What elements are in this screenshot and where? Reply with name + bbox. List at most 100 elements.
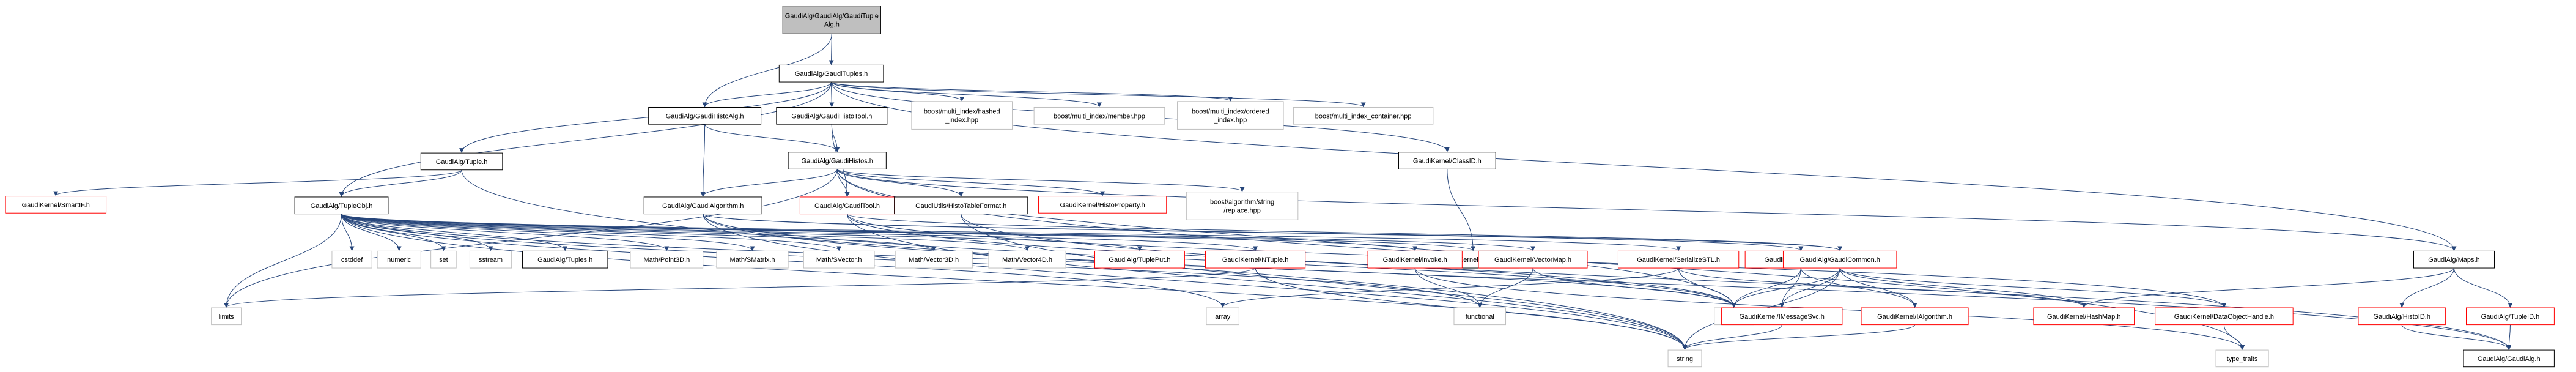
file-node-box — [788, 152, 887, 169]
edge-histoid-to-gaudialg — [2401, 324, 2512, 351]
file-node-box — [331, 250, 372, 269]
file-node-serializestl[interactable]: GaudiKernel/SerializeSTL.h — [1617, 250, 1740, 269]
file-node-box — [2215, 349, 2269, 368]
file-node-ialgorithm[interactable]: GaudiKernel/IAlgorithm.h — [1861, 307, 1969, 326]
file-node-box — [294, 196, 389, 215]
file-node-label: GaudiAlg/TupleID.h — [2481, 313, 2540, 321]
file-node-gaudihistos[interactable]: GaudiAlg/GaudiHistos.h — [788, 152, 887, 169]
file-node-hashmap[interactable]: GaudiKernel/HashMap.h — [2033, 307, 2135, 326]
file-node-numeric: numeric — [377, 250, 421, 269]
file-node-maps[interactable]: GaudiAlg/Maps.h — [2413, 250, 2495, 269]
file-node-string: string — [1667, 349, 1702, 368]
edge-root-to-gaudihistoalg — [702, 34, 832, 108]
file-node-imessagesvc[interactable]: GaudiKernel/IMessageSvc.h — [1721, 307, 1843, 326]
file-node-set: set — [430, 250, 457, 269]
file-node-box — [377, 250, 421, 269]
edge-histotableformat-to-string — [961, 214, 1688, 351]
file-node-dataobjecthandle[interactable]: GaudiKernel/DataObjectHandle.h — [2155, 307, 2294, 326]
file-node-box — [1453, 307, 1507, 326]
edge-maps-to-tupleid — [2453, 268, 2513, 308]
edge-tupleobj-to-smatrix — [341, 214, 755, 251]
file-node-label: sstream — [479, 256, 503, 264]
file-node-ntuple[interactable]: GaudiKernel/NTuple.h — [1205, 250, 1306, 269]
file-node-gaudialgorithm[interactable]: GaudiAlg/GaudiAlgorithm.h — [643, 196, 762, 215]
file-node-label: GaudiAlg/GaudiTuples.h — [795, 70, 868, 78]
edge-tupleobj-to-vector4d — [341, 214, 1030, 251]
file-node-gaudialg[interactable]: GaudiAlg/GaudiAlg.h — [2463, 349, 2555, 368]
edge-gaudituples-to-tupleobj — [339, 82, 832, 197]
file-node-box — [1667, 349, 1702, 368]
edge-gaudihistos-to-algstring — [836, 168, 1245, 192]
edge-tupleobj-to-cstddef — [341, 214, 355, 251]
file-node-box — [2358, 307, 2446, 326]
file-node-box — [2466, 307, 2555, 326]
edge-gaudialgorithm-to-string — [703, 214, 1688, 351]
edge-gaudituples-to-mi_member — [831, 81, 1102, 108]
file-node-tupleput[interactable]: GaudiAlg/TuplePut.h — [1094, 250, 1185, 269]
edge-gaudituples-to-mi_container — [831, 81, 1366, 108]
file-node-tuple[interactable]: GaudiAlg/Tuple.h — [420, 152, 503, 171]
file-node-box — [630, 250, 704, 269]
file-node-tuples[interactable]: GaudiAlg/Tuples.h — [522, 250, 608, 269]
file-node-box — [894, 196, 1028, 215]
file-node-label: Math/Point3D.h — [643, 256, 690, 264]
file-node-label: array — [1215, 313, 1231, 321]
file-node-gaudituples[interactable]: GaudiAlg/GaudiTuples.h — [778, 64, 884, 83]
edge-ntuple-to-limits — [224, 267, 1256, 308]
file-node-vectormap[interactable]: GaudiKernel/VectorMap.h — [1478, 250, 1588, 269]
edge-gauditool-to-gaudicommon — [847, 214, 1842, 251]
file-node-box — [776, 106, 888, 125]
edge-invoke-to-functional — [1414, 268, 1483, 308]
file-node-box — [1094, 250, 1185, 269]
file-node-histoproperty[interactable]: GaudiKernel/HistoProperty.h — [1038, 196, 1167, 214]
edge-tupleid-to-gaudialg — [2506, 324, 2512, 351]
file-node-label: Alg.h — [824, 21, 840, 28]
file-node-box — [895, 250, 973, 269]
file-node-label: cstddef — [341, 256, 363, 264]
edge-tupleobj-to-ntuple — [341, 214, 1258, 251]
file-node-histotableformat[interactable]: GaudiUtils/HistoTableFormat.h — [894, 196, 1028, 215]
file-node-vector3d: Math/Vector3D.h — [895, 250, 973, 269]
file-node-label: GaudiAlg/GaudiTool.h — [814, 203, 880, 210]
file-node-gaudicommon[interactable]: GaudiAlg/GaudiCommon.h — [1782, 250, 1897, 269]
file-node-gauditool[interactable]: GaudiAlg/GaudiTool.h — [799, 196, 895, 215]
file-node-smartif[interactable]: GaudiKernel/SmartIF.h — [5, 196, 107, 214]
file-node-label: GaudiAlg/Tuple.h — [436, 158, 488, 166]
file-node-gaudihistoalg[interactable]: GaudiAlg/GaudiHistoAlg.h — [648, 106, 762, 125]
edge-serializestl-to-hashmap — [1678, 267, 2087, 308]
file-node-mi_hashed: boost/multi_index/hashed_index.hpp — [911, 101, 1013, 130]
file-node-gaudihistotool[interactable]: GaudiAlg/GaudiHistoTool.h — [776, 106, 888, 125]
edge-gauditool-to-string — [847, 214, 1688, 351]
file-node-label: GaudiKernel/DataObjectHandle.h — [2174, 313, 2274, 321]
file-node-box — [430, 250, 457, 269]
file-node-label: GaudiAlg/GaudiHistos.h — [802, 158, 873, 165]
edge-gaudihistos-to-limits — [224, 169, 838, 308]
edge-gaudialgorithm-to-gaudicommon — [703, 214, 1842, 251]
file-node-label: GaudiAlg/GaudiHistoAlg.h — [666, 113, 744, 120]
file-node-label: GaudiKernel/ClassID.h — [1413, 158, 1482, 165]
edge-tupleobj-to-serializestl — [341, 214, 1681, 251]
edge-gaudihistos-to-maps — [836, 169, 2457, 251]
file-node-box — [1177, 101, 1284, 130]
file-node-label: GaudiAlg/GaudiCommon.h — [1799, 256, 1880, 264]
edge-kalgorithm-to-vector — [1731, 268, 1801, 308]
file-node-box — [911, 101, 1013, 130]
file-node-box — [420, 152, 503, 171]
file-node-tupleobj[interactable]: GaudiAlg/TupleObj.h — [294, 196, 389, 215]
file-node-label: GaudiAlg/TupleObj.h — [311, 203, 373, 210]
edge-dataobjecthandle-to-type_traits — [2223, 324, 2245, 351]
edge-tuple-to-string — [461, 169, 1688, 351]
file-node-label: /replace.hpp — [1223, 207, 1261, 214]
file-node-label: Math/Vector4D.h — [1002, 256, 1052, 264]
edge-gaudihistos-to-gaudialgorithm — [700, 169, 838, 197]
edge-gaudihistos-to-histoproperty — [836, 168, 1105, 196]
file-node-histoid[interactable]: GaudiAlg/HistoID.h — [2358, 307, 2446, 326]
file-node-classid[interactable]: GaudiKernel/ClassID.h — [1398, 152, 1496, 169]
file-node-label: GaudiKernel/IMessageSvc.h — [1740, 313, 1825, 321]
file-node-tupleid[interactable]: GaudiAlg/TupleID.h — [2466, 307, 2555, 326]
file-node-invoke[interactable]: GaudiKernel/invoke.h — [1367, 250, 1463, 269]
file-node-box — [211, 307, 242, 326]
file-node-label: GaudiAlg/HistoID.h — [2373, 313, 2430, 321]
file-node-label: GaudiKernel/invoke.h — [1383, 256, 1447, 264]
